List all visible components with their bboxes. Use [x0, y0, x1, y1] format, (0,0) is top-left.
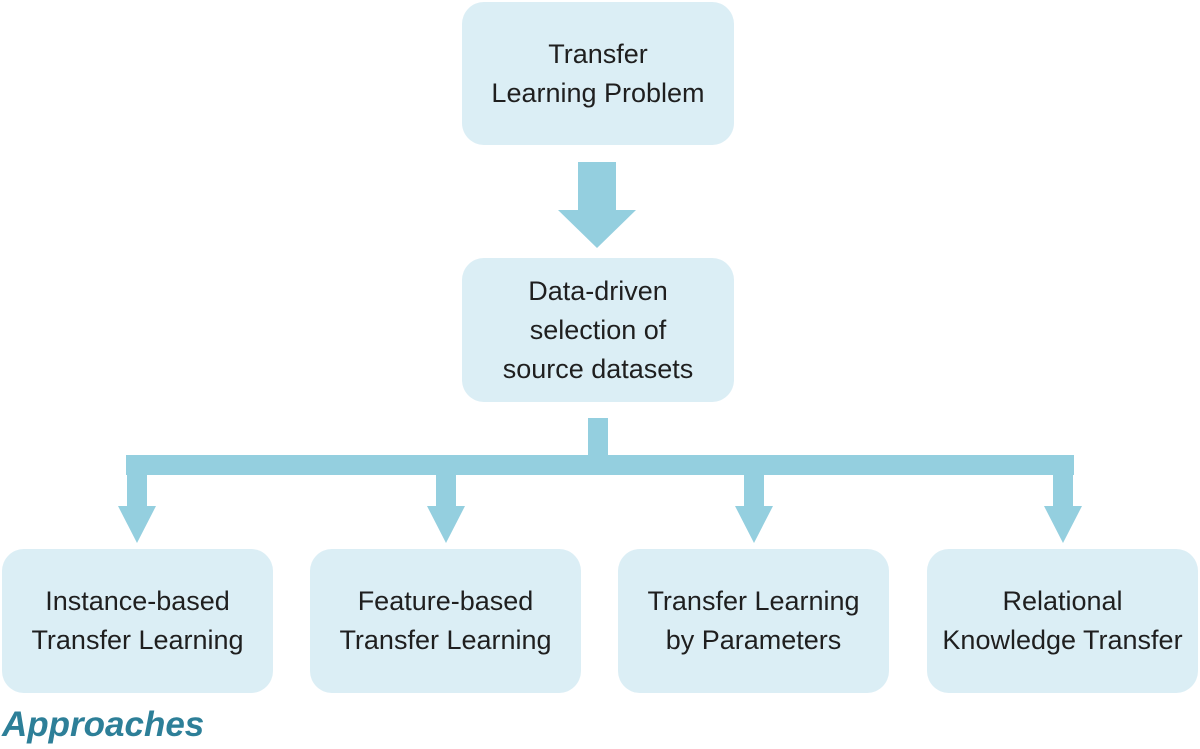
node-feature-based: Feature-based Transfer Learning — [310, 549, 581, 693]
arrow-down-icon — [558, 162, 636, 248]
node-data-driven-selection: Data-driven selection of source datasets — [462, 258, 734, 402]
node-relational-knowledge: Relational Knowledge Transfer — [927, 549, 1198, 693]
node-label: Instance-based Transfer Learning — [31, 586, 244, 655]
branch-arrow-icon-1 — [118, 470, 156, 543]
node-instance-based: Instance-based Transfer Learning — [2, 549, 273, 693]
branch-arrow-icon-3 — [735, 470, 773, 543]
node-transfer-learning-problem: Transfer Learning Problem — [462, 2, 734, 145]
branch-arrow-icon-2 — [427, 470, 465, 543]
branch-stem — [588, 418, 608, 460]
branch-arrow-icon-4 — [1044, 470, 1082, 543]
node-label: Transfer Learning Problem — [491, 38, 705, 108]
node-by-parameters: Transfer Learning by Parameters — [618, 549, 889, 693]
node-label: Relational Knowledge Transfer — [942, 586, 1183, 655]
node-label: Feature-based Transfer Learning — [339, 586, 552, 655]
node-label: Transfer Learning by Parameters — [647, 586, 860, 655]
branch-bar — [126, 455, 1074, 475]
approaches-caption: Approaches — [2, 705, 205, 744]
node-label: Data-driven selection of source datasets — [502, 275, 694, 384]
